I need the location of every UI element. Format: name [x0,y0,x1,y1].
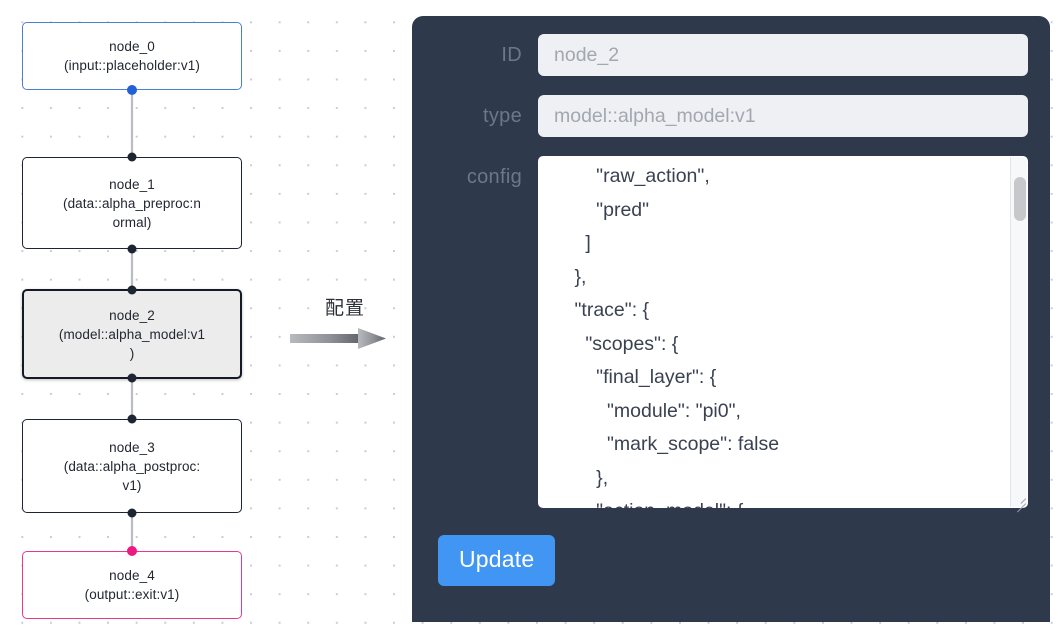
node_1-port-out[interactable] [127,244,137,254]
graph-canvas[interactable]: node_0(input::placeholder:v1) node_1(dat… [0,0,392,643]
graph-node-node_4[interactable]: node_4(output::exit:v1) [22,551,242,619]
annotation-group: 配置 [290,296,400,362]
node-label: node_0(input::placeholder:v1) [64,39,200,73]
config-scrollbar-thumb[interactable] [1013,177,1026,221]
field-row-config: config [420,156,1028,513]
node_0-port-out[interactable] [127,85,137,95]
node-label: node_3(data::alpha_postproc:v1) [63,439,201,493]
node-label: node_2(model::alpha_model:v1) [58,307,206,361]
node_1-port-in[interactable] [127,152,137,162]
node-label: node_4(output::exit:v1) [84,568,180,602]
arrow-right-icon [290,328,386,349]
type-field-label: type [482,104,522,127]
node_3-port-in[interactable] [127,414,137,424]
config-scrollbar[interactable] [1010,157,1027,507]
graph-node-node_0[interactable]: node_0(input::placeholder:v1) [22,22,242,90]
graph-node-node_2[interactable]: node_2(model::alpha_model:v1) [22,289,242,379]
config-textarea-wrap [538,156,1028,513]
node_2-port-in[interactable] [127,285,137,295]
config-textarea[interactable] [538,156,1028,508]
id-field-label: ID [501,43,522,66]
node_3-port-out[interactable] [127,508,137,518]
config-field-label: config [466,166,522,188]
field-row-type: type [420,95,1028,137]
node_2-port-out[interactable] [127,373,137,383]
update-button[interactable]: Update [438,535,556,586]
id-input[interactable] [538,34,1028,76]
type-input[interactable] [538,95,1028,137]
node-inspector-panel: ID type config Update [412,16,1050,622]
node_4-port-in[interactable] [127,546,137,556]
graph-node-node_3[interactable]: node_3(data::alpha_postproc:v1) [22,419,242,513]
annotation-caption: 配置 [324,297,365,319]
field-row-id: ID [420,34,1028,76]
